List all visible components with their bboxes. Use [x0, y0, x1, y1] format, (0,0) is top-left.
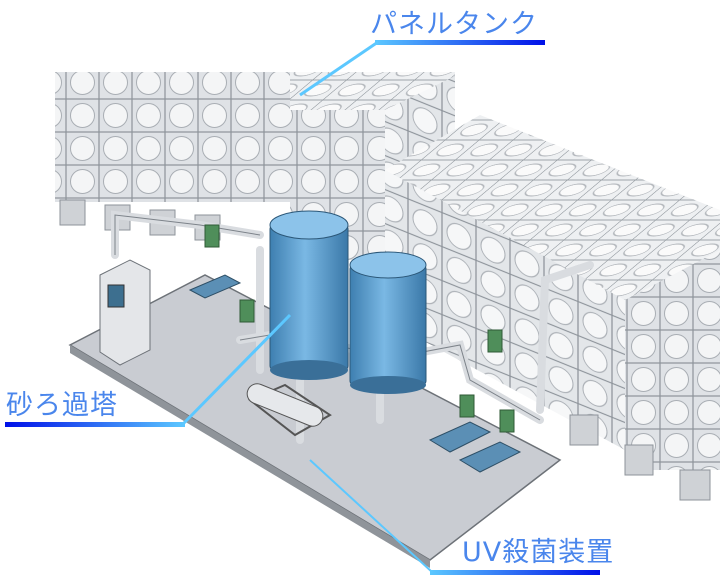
sand-filter-vessels: [269, 210, 427, 394]
pumps: [188, 274, 522, 473]
control-panel: [99, 259, 151, 366]
leader-lines: [5, 40, 600, 575]
label-sand-filter: 砂ろ過塔: [6, 390, 118, 421]
label-panel-tank: パネルタンク: [370, 9, 538, 40]
label-uv-sterilizer: UV殺菌装置: [462, 537, 615, 568]
panel-tank-right: [385, 115, 720, 501]
uv-sterilizer: [246, 383, 332, 437]
